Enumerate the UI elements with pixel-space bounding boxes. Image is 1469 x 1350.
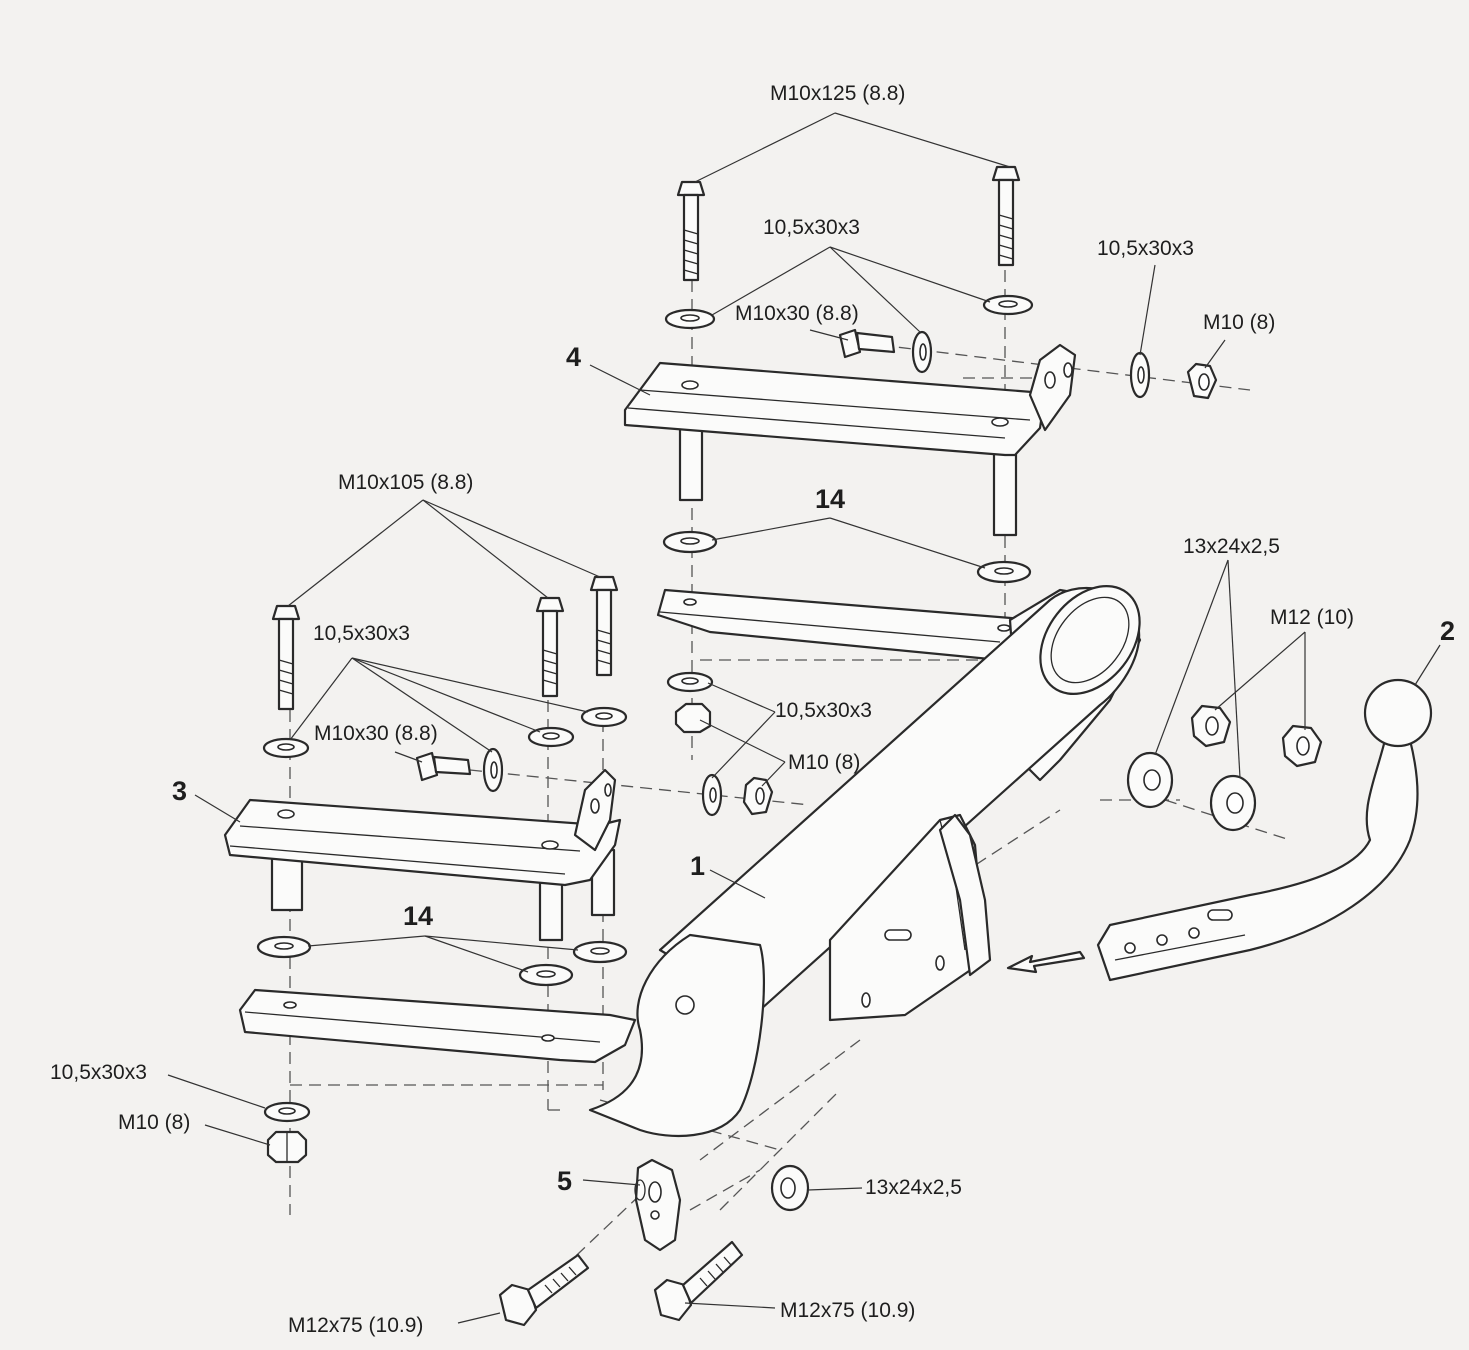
bolt-m10x105-right — [589, 575, 619, 677]
label-washer-top-center: 10,5x30x3 — [763, 216, 860, 239]
label-washer-bottom-left: 10,5x30x3 — [50, 1061, 147, 1084]
part-number-3: 3 — [172, 776, 187, 806]
label-bolt-m10x125: M10x125 (8.8) — [770, 82, 905, 105]
label-bolt-m12x75-left: M12x75 (10.9) — [288, 1314, 423, 1337]
label-bolt-m10x105: M10x105 (8.8) — [338, 471, 473, 494]
bolt-m12x75-right — [653, 1240, 744, 1322]
label-nut-m12: M12 (10) — [1270, 606, 1354, 629]
washers-lower — [262, 706, 628, 793]
tow-bar-main-1 — [588, 585, 1142, 1138]
leader-lines — [167, 112, 1441, 1324]
label-washer-13x24-top: 13x24x2,5 — [1183, 535, 1280, 558]
washer-13x24-bottom — [770, 1164, 810, 1212]
label-bolt-m12x75-right: M12x75 (10.9) — [780, 1299, 915, 1322]
bolt-m10x105-left — [271, 604, 301, 711]
bolt-m10x125-right — [991, 165, 1021, 267]
label-bolt-m10x30-upper: M10x30 (8.8) — [735, 302, 859, 325]
bolt-m10x30-lower — [415, 751, 472, 782]
washers-upper — [664, 294, 1151, 399]
bolt-m10x30-upper — [838, 328, 896, 359]
direction-arrow-icon — [1006, 950, 1086, 974]
part-number-2: 2 — [1440, 616, 1455, 646]
label-washer-top-right: 10,5x30x3 — [1097, 237, 1194, 260]
part-number-4: 4 — [566, 342, 581, 372]
label-nut-m10-mid: M10 (8) — [788, 751, 860, 774]
part-number-5: 5 — [557, 1166, 572, 1196]
label-bolt-m10x30-lower: M10x30 (8.8) — [314, 722, 438, 745]
washers-nuts-m12 — [1126, 704, 1323, 832]
washer-nut-middle — [666, 671, 774, 817]
label-washer-left-group: 10,5x30x3 — [313, 622, 410, 645]
plate-5 — [634, 1158, 682, 1252]
part-number-14-lower: 14 — [403, 901, 433, 931]
washer-nut-bottom-left — [263, 1101, 311, 1164]
part-number-1: 1 — [690, 851, 705, 881]
label-nut-m10-upper: M10 (8) — [1203, 311, 1275, 334]
ball-neck-2 — [1096, 678, 1433, 982]
label-washer-center-mid: 10,5x30x3 — [775, 699, 872, 722]
clamp-plate-14-lower — [238, 935, 637, 1064]
part-number-14-upper: 14 — [815, 484, 845, 514]
bolt-m10x105-middle — [535, 596, 565, 698]
bolt-m12x75-left — [498, 1253, 590, 1327]
clamp-plate-14-upper — [656, 530, 1037, 662]
label-washer-13x24-bottom: 13x24x2,5 — [865, 1176, 962, 1199]
labels: M10x125 (8.8) 10,5x30x3 10,5x30x3 M10x30… — [50, 82, 1455, 1337]
bolt-m10x125-left — [676, 180, 706, 282]
bracket-4 — [623, 343, 1077, 537]
label-nut-m10-bottom-left: M10 (8) — [118, 1111, 190, 1134]
nut-m10-upper — [1186, 362, 1218, 400]
bracket-3 — [223, 768, 622, 942]
